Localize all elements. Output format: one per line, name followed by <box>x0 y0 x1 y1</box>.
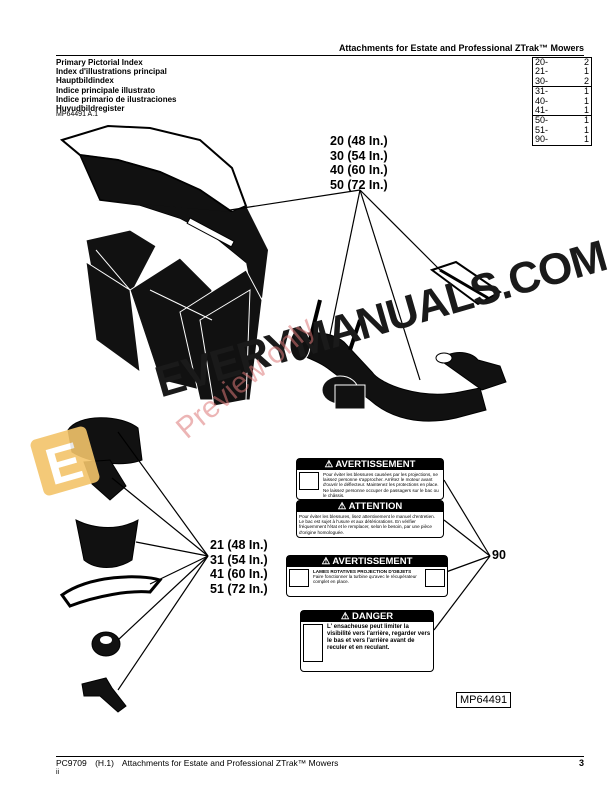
label-heading: ⚠ ATTENTION <box>297 501 443 512</box>
reversing-hazard-icon <box>303 624 323 662</box>
index-key: 40- <box>535 95 549 106</box>
label-text: Faire fonctionner la turbine qu'avec le … <box>313 574 417 585</box>
footer: PC9709 (H.1) Attachments for Estate and … <box>56 758 344 768</box>
table-row: 40- 1 <box>533 95 592 106</box>
index-value: 2 <box>583 57 589 67</box>
index-title-en: Primary Pictorial Index <box>56 58 143 67</box>
chute-assembly-drawing <box>289 299 507 422</box>
index-key: 31- <box>535 86 549 97</box>
footer-doc-number: PC9709 <box>56 758 87 768</box>
drawing-reference: MP64491 A.1 <box>56 111 99 118</box>
index-value: 1 <box>583 134 589 145</box>
index-value: 1 <box>583 95 589 106</box>
index-title-es: Indice primario de ilustraciones <box>56 94 177 104</box>
index-value: 1 <box>583 86 589 97</box>
index-key: 41- <box>532 105 581 117</box>
index-key: 21- <box>535 66 549 77</box>
callout-item: 21 (48 In.) <box>210 538 268 552</box>
index-value: 2 <box>581 76 592 88</box>
callout-item: 40 (60 In.) <box>330 163 388 177</box>
table-row: 30-2 <box>532 76 592 88</box>
page-number: 3 <box>578 758 584 768</box>
footer-title: Attachments for Estate and Professional … <box>121 758 339 768</box>
label-text: L' ensacheuse peut limiter la visibilité… <box>327 624 431 651</box>
index-value: 1 <box>581 105 592 117</box>
callout-item: 20 (48 In.) <box>330 134 388 148</box>
label-heading: ⚠ AVERTISSEMENT <box>287 556 447 567</box>
index-key: 30- <box>532 76 581 88</box>
label-attention: ⚠ ATTENTION Pour éviter les blessures, l… <box>296 500 444 538</box>
footer-rule <box>56 756 584 757</box>
index-key: 90- <box>535 134 549 145</box>
table-row: 20- 2 <box>533 57 592 68</box>
footer-revision: (H.1) <box>95 758 114 768</box>
callout-group-a: 20 (48 In.) 30 (54 In.) 40 (60 In.) 50 (… <box>330 134 388 192</box>
callout-item: 31 (54 In.) <box>210 552 268 567</box>
index-key: 50- <box>535 115 549 126</box>
rotating-blades-icon <box>289 569 309 587</box>
label-avertissement: ⚠ AVERTISSEMENT Pour éviter les blessure… <box>296 458 444 500</box>
callout-item: 50 (72 In.) <box>330 177 388 192</box>
leader-lines-a <box>229 189 441 381</box>
label-heading: ⚠ DANGER <box>301 611 433 622</box>
footer-sub: ii <box>56 769 60 776</box>
index-value: 1 <box>583 124 589 135</box>
label-danger: ⚠ DANGER L' ensacheuse peut limiter la v… <box>300 610 434 672</box>
index-title-fr: Index d'illustrations principal <box>56 67 167 77</box>
index-value: 1 <box>583 115 589 126</box>
label-text: Pour éviter les blessures causées par le… <box>323 472 439 498</box>
label-text: Pour éviter les blessures, lisez attenti… <box>299 514 435 535</box>
callout-item: 41 (60 In.) <box>210 567 268 581</box>
index-title-it: Indice principale illustrato <box>56 85 156 95</box>
index-value: 1 <box>583 66 589 77</box>
label-heading: ⚠ AVERTISSEMENT <box>297 459 443 470</box>
thrown-objects-icon <box>425 569 445 587</box>
table-row: 90- 1 <box>533 135 592 145</box>
table-row: 31- 1 <box>533 87 592 97</box>
label-subheading: LAMES ROTATIVES PROJECTION D'OBJETS <box>313 569 412 574</box>
callout-group-c: 90 <box>492 548 506 562</box>
figure-id: MP64491 <box>456 692 512 708</box>
index-title-sv: Huvudbildregister <box>56 104 125 114</box>
table-row: 21- 1 <box>533 66 592 77</box>
index-titles: Primary Pictorial Index Index d'illustra… <box>56 58 176 113</box>
table-row: 51- 1 <box>533 124 592 135</box>
label-avertissement-blades: ⚠ AVERTISSEMENT LAMES ROTATIVES PROJECTI… <box>286 555 448 597</box>
small-parts-drawing <box>59 417 163 713</box>
callout-group-b: 21 (48 In.) 31 (54 In.) 41 (60 In.) 51 (… <box>210 538 268 596</box>
callout-item: 30 (54 In.) <box>330 148 388 163</box>
bagger-hopper-drawing <box>59 124 268 407</box>
table-row: 41-1 <box>532 105 592 117</box>
warning-pictogram-icon <box>299 472 319 490</box>
header-rule <box>56 55 584 56</box>
index-table: 20-2 21-1 30-2 31-1 40-1 41-1 50-1 51-1 … <box>532 57 592 146</box>
mounting-bracket-drawing <box>429 260 502 306</box>
leader-lines-c <box>433 479 491 631</box>
table-row: 50- 1 <box>533 116 592 126</box>
index-key: 20- <box>535 57 549 67</box>
index-title-de: Hauptbildindex <box>56 76 114 86</box>
page-header-title: Attachments for Estate and Professional … <box>338 43 584 53</box>
callout-item: 51 (72 In.) <box>210 581 268 596</box>
index-key: 51- <box>535 124 549 135</box>
leader-lines-b <box>111 431 209 691</box>
